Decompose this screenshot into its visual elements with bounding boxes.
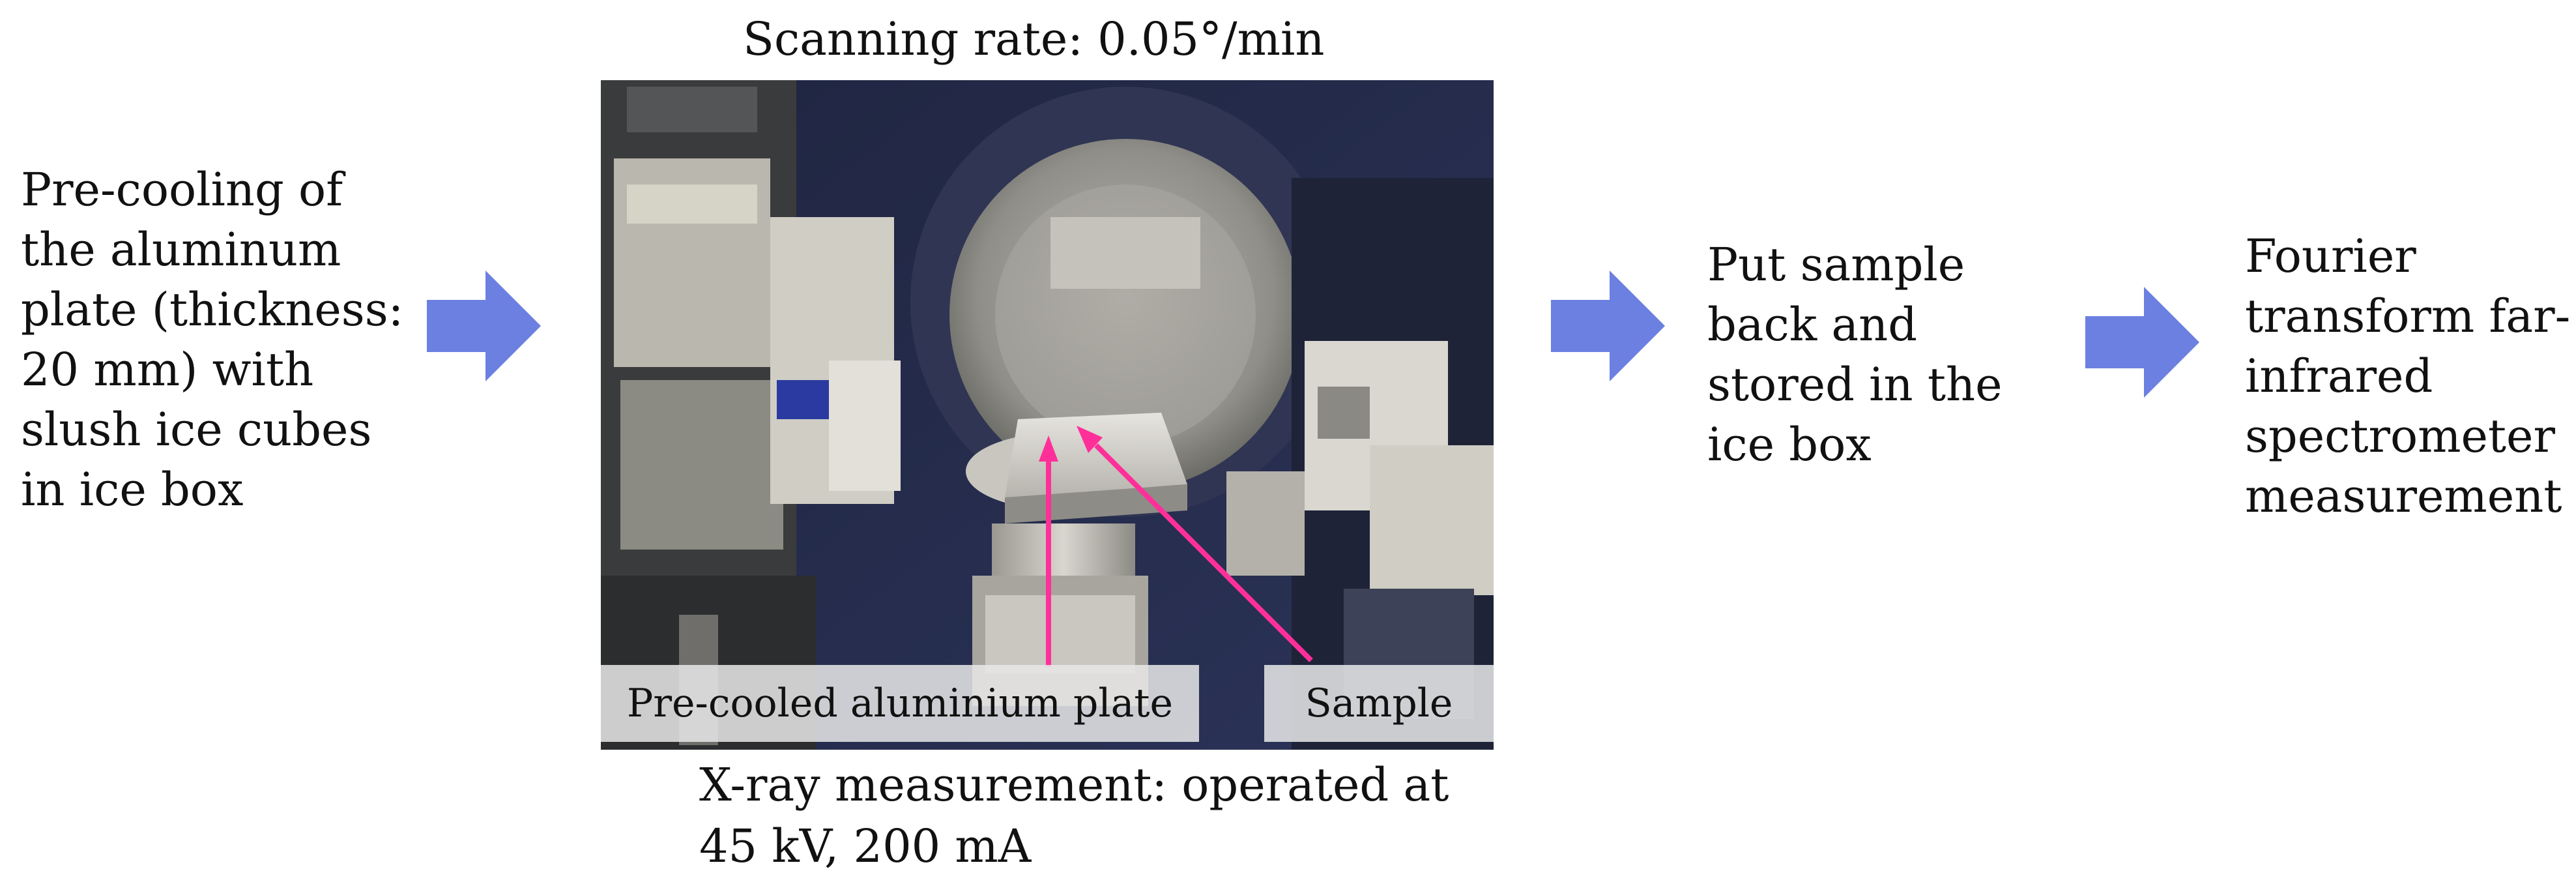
scanning-rate-text: Scanning rate: 0.05°/min bbox=[743, 12, 1325, 66]
xray-diffractometer-photo bbox=[601, 80, 1494, 750]
right-arrow-icon bbox=[1551, 271, 1665, 381]
step-pre-cooling-text: Pre-cooling of the aluminum plate (thick… bbox=[21, 163, 404, 516]
step-store-sample-text: Put sample back and stored in the ice bo… bbox=[1707, 238, 2003, 471]
pre-cooled-plate-label: Pre-cooled aluminium plate bbox=[601, 665, 1199, 742]
sample-label: Sample bbox=[1264, 665, 1494, 742]
right-arrow-icon bbox=[2085, 287, 2199, 398]
xray-measurement-text: X-ray measurement: operated at 45 kV, 20… bbox=[699, 758, 1449, 873]
step-ftir-text: Fourier transform far- infrared spectrom… bbox=[2245, 229, 2571, 523]
right-arrow-icon bbox=[427, 271, 541, 381]
